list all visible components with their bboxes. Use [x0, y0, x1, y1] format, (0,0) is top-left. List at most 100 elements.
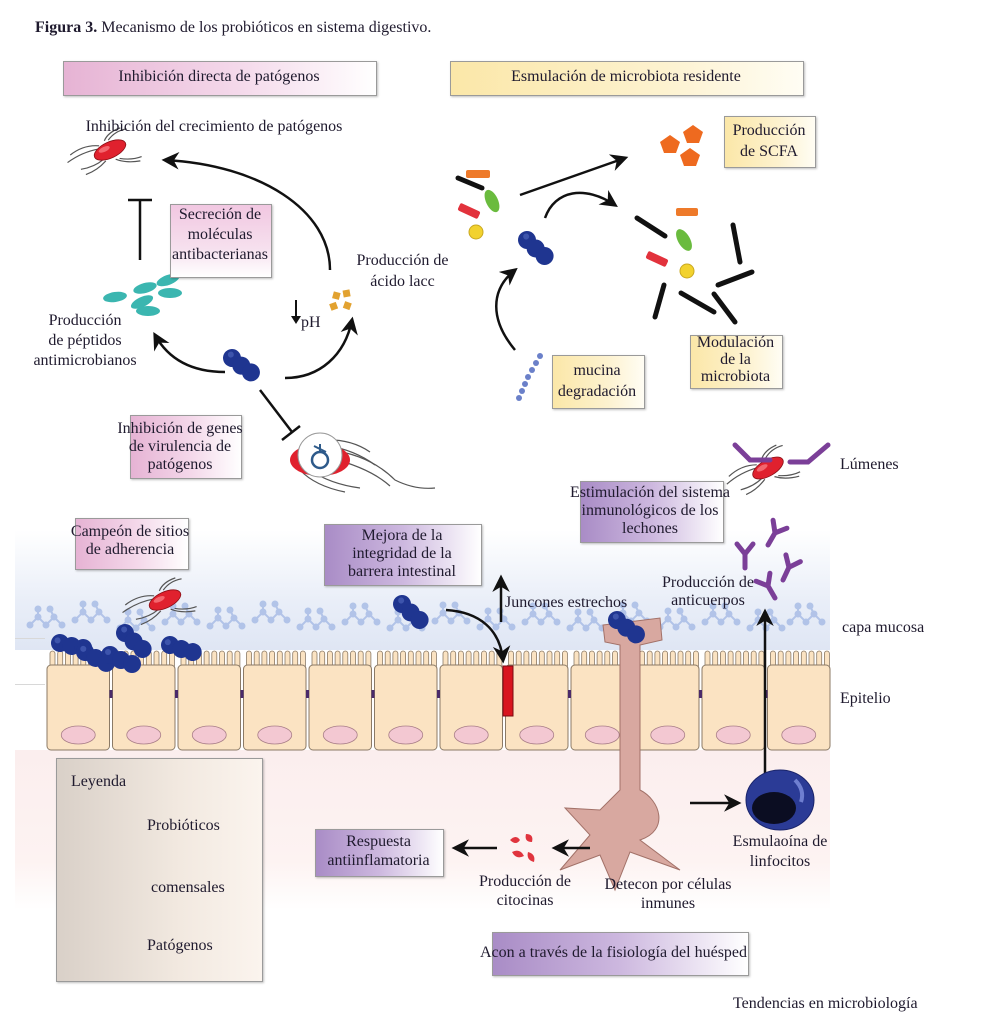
inhibition-bar-peptides: [128, 198, 152, 260]
label-immune-stimulation-line: lechones: [622, 520, 678, 537]
label-barrier-line: integridad de la: [352, 545, 452, 562]
modulated-microbiota: [634, 208, 755, 325]
arrow-to-peptides: [153, 331, 226, 374]
figure-caption-label: Figura 3.: [35, 19, 98, 36]
label-antibodies-line: Producción de: [662, 574, 754, 591]
cell-body: [112, 664, 176, 751]
label-adherence: Campeón de sitios de adherencia: [55, 523, 205, 559]
label-cytokines-line: citocinas: [496, 892, 554, 909]
lactic-acid-particles: [329, 289, 352, 311]
label-adherence-box: [75, 518, 189, 570]
arrow-to-modulation: [543, 189, 618, 219]
label-antibodies-line: anticuerpos: [671, 592, 745, 609]
cytokines: [510, 834, 535, 862]
cell-nucleus: [715, 725, 751, 745]
epithelial-cell: [764, 650, 831, 751]
tight-junction-marker: [502, 665, 514, 717]
arrow-to-scfa: [519, 154, 629, 197]
label-cytokines-line: Producción de: [479, 873, 571, 890]
label-immune-stimulation-box: [580, 481, 724, 543]
label-lactic-acid-line: ácido lacc: [370, 273, 435, 290]
label-scfa-line: de SCFA: [740, 143, 798, 160]
label-peptides-line: de péptidos: [48, 332, 122, 349]
section-direct-inhibition-label: Inhibición directa de patógenos: [118, 68, 320, 85]
cell-nucleus: [584, 725, 620, 745]
label-secretion-line: Secreción de: [178, 206, 262, 223]
label-secretion-line: moléculas: [187, 226, 253, 243]
cell-body: [177, 664, 241, 751]
left-margin-line: [15, 638, 45, 639]
label-scfa-box: [724, 116, 816, 168]
label-peptides: Producción de péptidos antimicrobianos: [20, 311, 150, 371]
inhibition-bar-virulence: [259, 389, 301, 441]
label-secretion: Secreción de moléculas antibacterianas: [160, 205, 280, 265]
label-barrier-line: Mejora de la: [361, 527, 443, 544]
cell-nucleus: [322, 725, 358, 745]
label-epithelium: Epitelio: [840, 690, 891, 707]
label-immune-detection-line: Detecon por células: [604, 876, 732, 893]
epithelial-cell: [240, 650, 307, 751]
label-ph: pH: [301, 314, 321, 331]
epithelial-cell: [371, 650, 438, 751]
label-anti-inflammatory-box: [315, 829, 444, 877]
epithelial-cell: [175, 650, 241, 751]
epithelial-cell: [502, 650, 569, 751]
cell-body: [46, 664, 110, 751]
cell-nucleus: [453, 725, 489, 745]
label-immune-detection-line: inmunes: [640, 895, 696, 912]
label-barrier-box: [324, 524, 482, 586]
left-margin-line: [15, 684, 45, 685]
tight-junction: [568, 690, 571, 698]
figure-caption-text: Mecanismo de los probióticos en sistema …: [97, 19, 432, 36]
figure-caption: Figura 3. Mecanismo de los probióticos e…: [35, 19, 431, 37]
epithelial-cell: [306, 650, 372, 751]
epithelial-cell: [633, 650, 700, 751]
label-mucus-layer: capa mucosa: [842, 619, 925, 636]
tight-junction: [240, 690, 244, 698]
cell-body: [374, 664, 438, 751]
cell-nucleus: [781, 725, 817, 745]
arrow-to-lactic-acid: [284, 316, 358, 380]
label-virulence: Inhibición de genes de virulencia de pat…: [105, 420, 255, 474]
arrow-from-mucin: [495, 267, 518, 351]
label-immune-stimulation-line: inmunológicos de los: [581, 502, 719, 519]
cell-nucleus: [60, 725, 96, 745]
cell-nucleus: [126, 725, 162, 745]
label-modulation-line: Modulación: [696, 334, 775, 351]
arrow-to-growth-inhibition: [161, 152, 332, 271]
tight-junction: [437, 690, 440, 698]
label-secretion-box: [170, 204, 272, 278]
tight-junction: [109, 690, 113, 698]
cell-body: [243, 664, 307, 751]
label-anti-inflammatory-line: Respuesta: [346, 833, 411, 850]
label-modulation-box: [690, 335, 783, 389]
label-virulence-line: de virulencia de: [128, 438, 232, 455]
legend-title: Leyenda: [71, 773, 127, 790]
label-lymphocytes-line: linfocitos: [749, 853, 811, 870]
label-mucin-line: degradación: [557, 383, 637, 400]
cell-nucleus: [519, 725, 555, 745]
tight-junction: [371, 690, 375, 698]
label-barrier: Mejora de la integridad de la barrera in…: [324, 527, 480, 581]
label-cytokines: Producción de citocinas: [460, 872, 590, 910]
label-modulation-line: microbiota: [700, 368, 771, 385]
label-virulence-line: Inhibición de genes: [117, 420, 243, 437]
dendritic-cell: [559, 608, 681, 892]
label-growth-inhibition: Inhibición del crecimiento de patógenos: [85, 118, 343, 135]
label-virulence-box: [130, 415, 242, 479]
virulence-pathogen: [290, 432, 436, 493]
legend-item-pathogens: Patógenos: [147, 937, 213, 954]
section-resident-stimulation-label: Esmulación de microbiota residente: [511, 68, 741, 85]
label-tight-junctions: Juncones estrechos: [505, 594, 628, 611]
cell-body: [767, 664, 831, 751]
label-scfa: Producción de SCFA: [724, 120, 814, 162]
label-mucin: mucina degradación: [548, 360, 646, 402]
label-anti-inflammatory-line: antiinflamatoria: [327, 852, 430, 869]
label-lymphocytes-line: Esmulaoína de: [732, 833, 828, 850]
label-peptides-line: Producción: [48, 312, 122, 329]
central-probiotic: [218, 346, 265, 384]
mucin-chain: [516, 353, 543, 401]
label-immune-stimulation: Estimulación del sistema inmunológicos d…: [550, 484, 750, 538]
section-direct-inhibition: [63, 61, 377, 96]
label-anti-inflammatory: Respuesta antiinflamatoria: [315, 832, 442, 870]
